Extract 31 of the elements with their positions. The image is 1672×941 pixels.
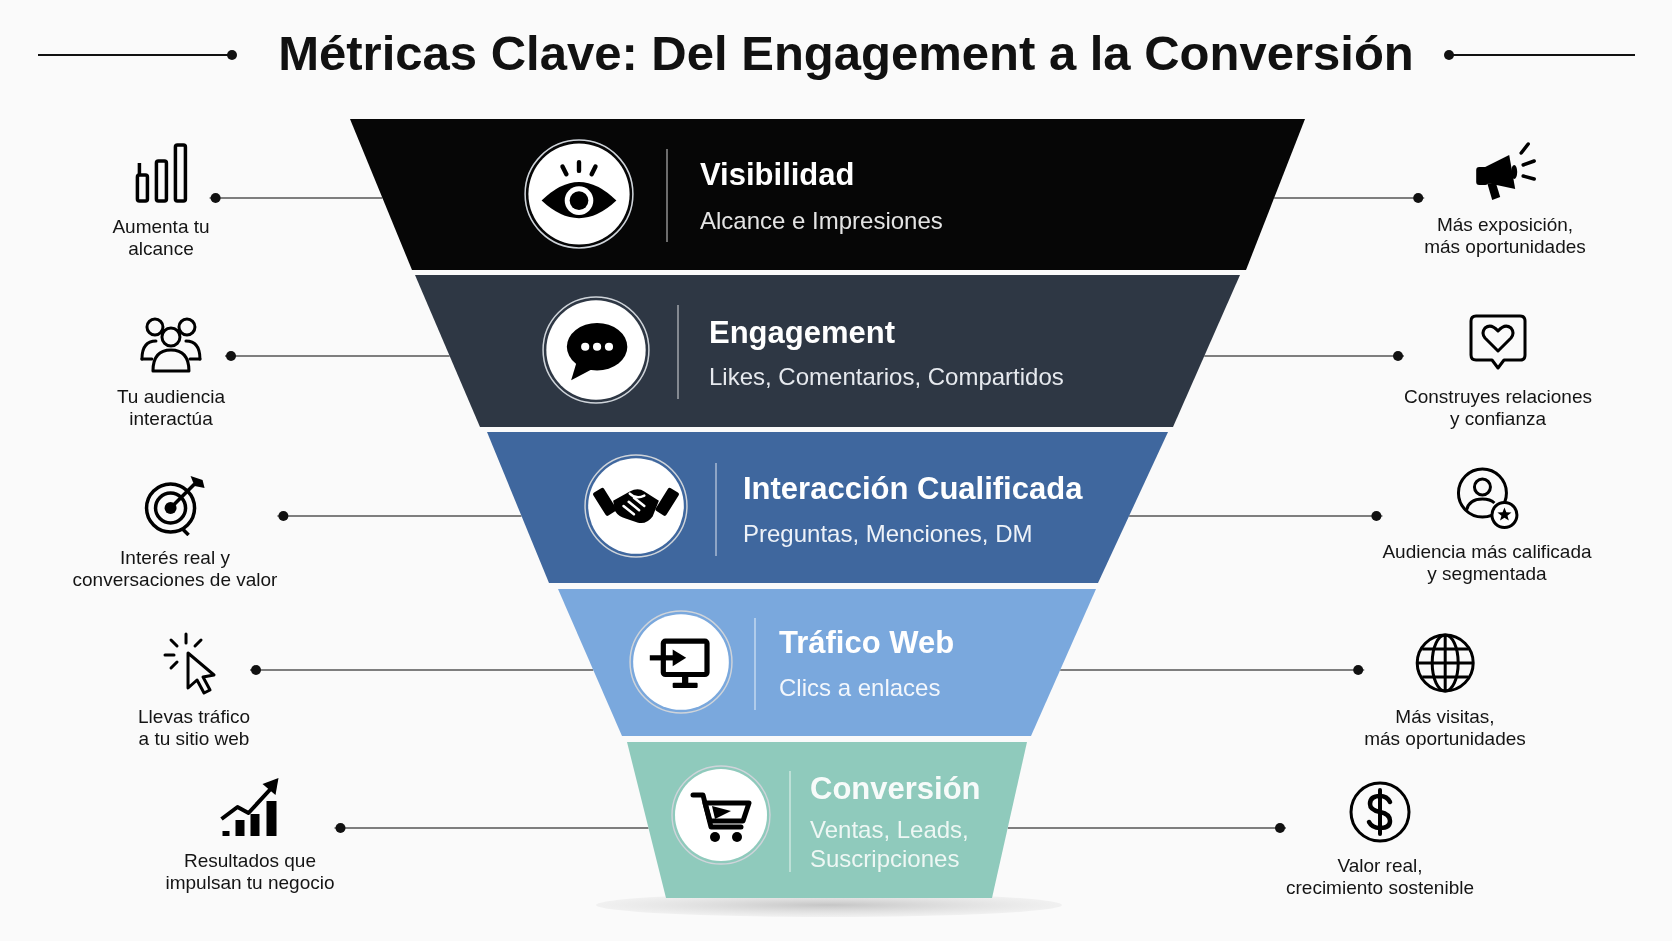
note-text: Llevas tráfico a tu sitio web — [138, 706, 250, 750]
band-subtitle: Preguntas, Menciones, DM — [743, 518, 1033, 548]
band-title: Conversión — [810, 771, 981, 807]
note-text: Más exposición, más oportunidades — [1424, 214, 1586, 258]
leader-line — [1007, 823, 1287, 833]
leader-line — [1203, 351, 1405, 361]
note-text: Valor real, crecimiento sostenible — [1286, 855, 1474, 899]
leader-line — [1059, 665, 1365, 675]
band-title: Interacción Cualificada — [743, 471, 1083, 507]
band-title: Engagement — [709, 315, 896, 351]
band-subtitle: Alcance e Impresiones — [700, 205, 943, 235]
band-title: Visibilidad — [700, 157, 855, 193]
leader-line — [1273, 193, 1425, 203]
note-text: Tu audiencia interactúa — [116, 386, 226, 430]
leader-line — [249, 665, 594, 675]
leader-line — [276, 511, 523, 521]
note-text: Construyes relaciones y confianza — [1404, 386, 1592, 430]
band-subtitle: Likes, Comentarios, Compartidos — [709, 361, 1064, 391]
note-text: Más visitas, más oportunidades — [1364, 706, 1526, 750]
note-text: Audiencia más calificada y segmentada — [1382, 541, 1592, 585]
band-title: Tráfico Web — [779, 625, 955, 661]
band-subtitle: Ventas, Leads, Suscripciones — [810, 814, 969, 873]
leader-line — [333, 823, 650, 833]
leader-line — [224, 351, 451, 361]
note-text: Aumenta tu alcance — [112, 216, 210, 260]
title: Métricas Clave: Del Engagement a la Conversión — [278, 25, 1414, 82]
leader-line — [1128, 511, 1384, 521]
note-text: Interés real y conversaciones de valor — [72, 547, 278, 591]
band-subtitle: Clics a enlaces — [779, 672, 941, 702]
leader-line — [208, 193, 384, 203]
note-text: Resultados que impulsan tu negocio — [165, 850, 335, 894]
